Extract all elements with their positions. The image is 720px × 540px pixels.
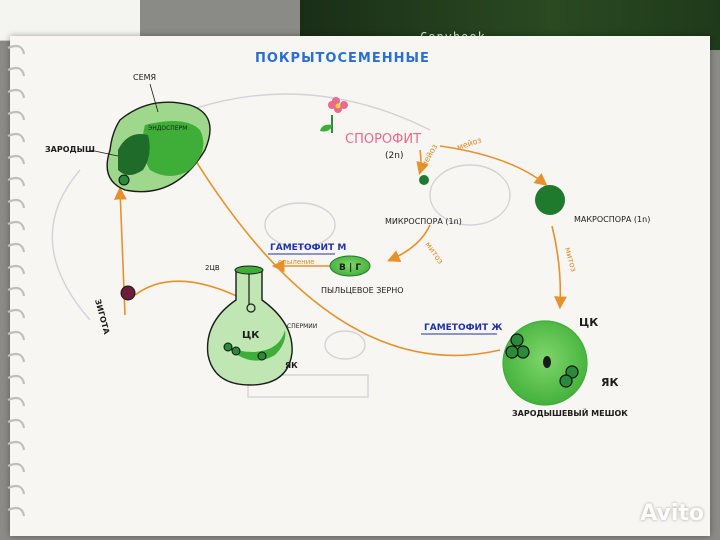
show-through-sketch bbox=[51, 93, 511, 398]
avito-watermark: Avito bbox=[640, 501, 704, 526]
embryo-label: ЗАРОДЫШ bbox=[45, 145, 95, 154]
zygote-dot bbox=[120, 285, 136, 301]
macrospore-label: МАКРОСПОРА (1n) bbox=[574, 215, 650, 224]
microspore-label: МИКРОСПОРА (1n) bbox=[385, 217, 462, 226]
gametophyte-f-label: ГАМЕТОФИТ Ж bbox=[424, 323, 502, 333]
embryo-sac-label: ЗАРОДЫШЕВЫЙ МЕШОК bbox=[512, 407, 628, 418]
flower-yak-label: ЯК bbox=[285, 361, 298, 370]
diagram-title: ПОКРЫТОСЕМЕННЫЕ bbox=[255, 51, 430, 66]
arrow-label-pollination: опыление bbox=[278, 258, 315, 266]
cycle-arrows bbox=[113, 132, 567, 357]
spiral-binding bbox=[7, 44, 26, 517]
pollen-cells: В | Г bbox=[339, 263, 361, 273]
arrow-label-mitosis-2: митоз bbox=[563, 246, 578, 273]
embryo-sac-yak: ЯК bbox=[601, 376, 618, 389]
microspore-dot bbox=[419, 175, 429, 185]
endosperm-label: ЭНДОСПЕРМ bbox=[148, 125, 187, 132]
sporophyte-ploidy: (2n) bbox=[385, 151, 403, 161]
flower-icon bbox=[320, 97, 348, 133]
pollen-grain-shape bbox=[329, 255, 371, 277]
egg-cell-group bbox=[559, 365, 579, 388]
sperm-label: СПЕРМИИ bbox=[287, 323, 317, 330]
seed-shape bbox=[106, 101, 211, 193]
flower-2cv-label: 2ЦВ bbox=[205, 264, 220, 272]
zygote-label: ЗИГОТА bbox=[93, 298, 111, 336]
flower-ck-label: ЦК bbox=[242, 330, 260, 341]
arrow-label-meiosis-1: мейоз bbox=[419, 143, 439, 169]
embryo-sac-ck: ЦК bbox=[579, 316, 598, 329]
seed-label: СЕМЯ bbox=[133, 73, 156, 82]
central-cell-group bbox=[505, 333, 530, 359]
arrow-label-meiosis-2: мейоз bbox=[456, 136, 483, 152]
sporophyte-label: СПОРОФИТ bbox=[345, 132, 421, 147]
arrow-label-mitosis-1: митоз bbox=[423, 240, 445, 266]
pollen-grain-label: ПЫЛЬЦЕВОЕ ЗЕРНО bbox=[321, 286, 404, 295]
gametophyte-m-label: ГАМЕТОФИТ М bbox=[270, 243, 346, 253]
macrospore-circle bbox=[535, 185, 565, 215]
ovary-flask bbox=[206, 265, 293, 386]
